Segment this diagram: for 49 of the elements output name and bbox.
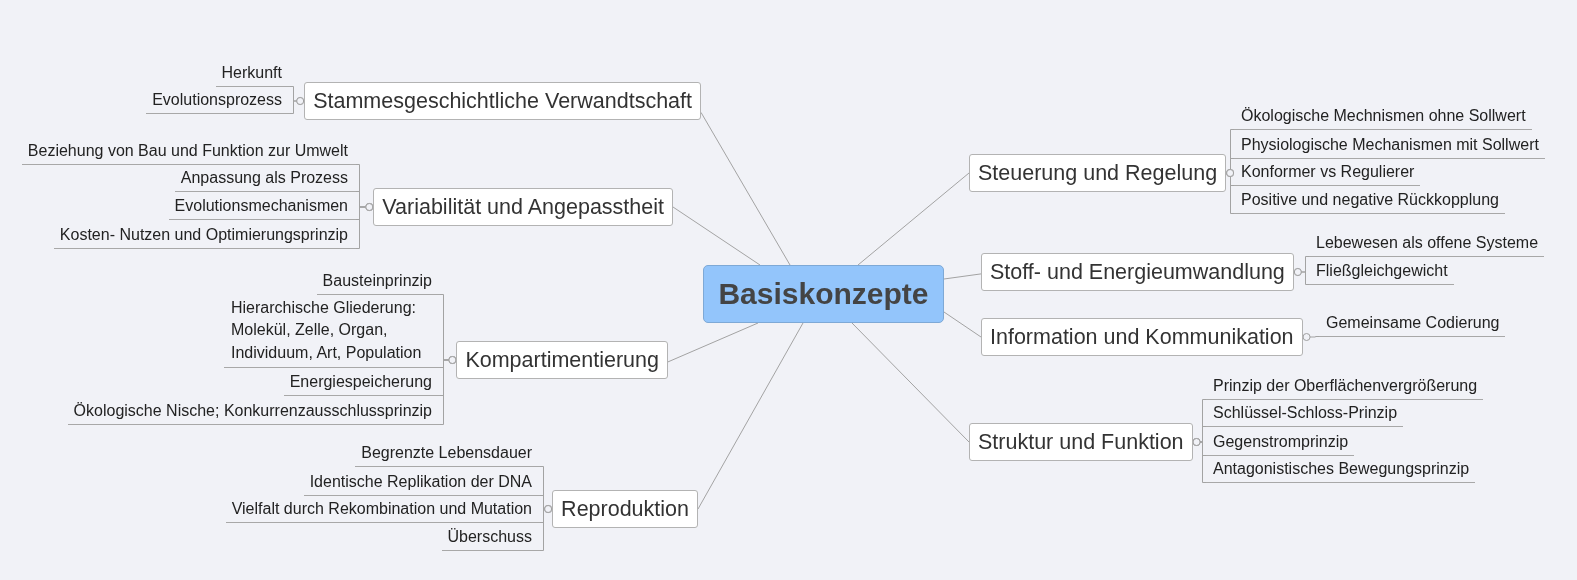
subtopic-label: Prinzip der Oberflächenvergrößerung [1206,373,1484,400]
subtopic-label: Evolutionsprozess [146,87,290,114]
branch-line [439,356,457,425]
connector-line [943,311,982,338]
branch-line [539,505,553,551]
connector-line [667,322,759,363]
subtopic-label: Gegenstromprinzip [1206,429,1355,456]
branch-line [1293,268,1310,285]
connector-line [697,322,804,510]
subtopic-label: Herkunft [215,60,290,87]
subtopic-label: Kosten- Nutzen und Optimierungsprinzip [53,222,356,249]
topic-box: Kompartimentierung [456,341,668,379]
topic-box: Information und Kommunikation [981,318,1303,356]
subtopic-label: Ökologische Nische; Konkurrenzausschlussprinzip [67,398,440,425]
topic-box: Stammesgeschichtliche Verwandtschaft [304,82,701,120]
subtopic-label: Identische Replikation der DNA [303,469,540,496]
subtopic-label: Lebewesen als offene Systeme [1309,230,1545,257]
subtopic-label: Vielfalt durch Rekombination und Mutation [225,496,540,523]
subtopic-label: Positive und negative Rückkopplung [1234,187,1505,214]
subtopic-label: Begrenzte Lebensdauer [355,440,540,467]
central-topic-box: Basiskonzepte [703,265,944,323]
branch-line [1302,333,1320,341]
subtopic-label: Bausteinprinzip [316,268,440,295]
subtopic-label: Physiologische Mechanismen mit Sollwert [1234,132,1545,159]
branch-line [1192,438,1207,483]
connector-line [672,206,761,266]
topic-box: Struktur und Funktion [969,423,1193,461]
subtopic-label: Antagonistisches Bewegungsprinzip [1206,456,1476,483]
branch-line [289,97,305,114]
subtopic-label: Schlüssel-Schloss-Prinzip [1206,400,1404,427]
subtopic-label: Ökologische Mechnismen ohne Sollwert [1234,103,1532,130]
topic-box: Steuerung und Regelung [969,154,1227,192]
topic-box: Reproduktion [552,490,698,528]
subtopic-label: Beziehung von Bau und Funktion zur Umwelt [21,138,356,165]
branch-line [355,203,374,249]
subtopic-label: Fließgleichgewicht [1309,258,1454,285]
topic-box: Stoff- und Energieumwandlung [981,253,1294,291]
topic-box: Variabilität und Angepasstheit [373,188,673,226]
subtopic-label: Konformer vs Regulierer [1234,159,1421,186]
subtopic-label: Anpassung als Prozess [174,165,356,192]
connector-line [851,322,970,443]
subtopic-label: Energiespeicherung [283,369,440,396]
connector-line [943,273,982,280]
subtopic-label: Gemeinsame Codierung [1319,310,1506,337]
connector-line [700,111,791,266]
subtopic-label: Hierarchische Gliederung: Molekül, Zelle, Organ, Individuum, Art, Population [224,293,440,368]
connector-line [857,172,970,266]
subtopic-label: Evolutionsmechanismen [168,193,356,220]
subtopic-label: Überschuss [441,524,540,551]
